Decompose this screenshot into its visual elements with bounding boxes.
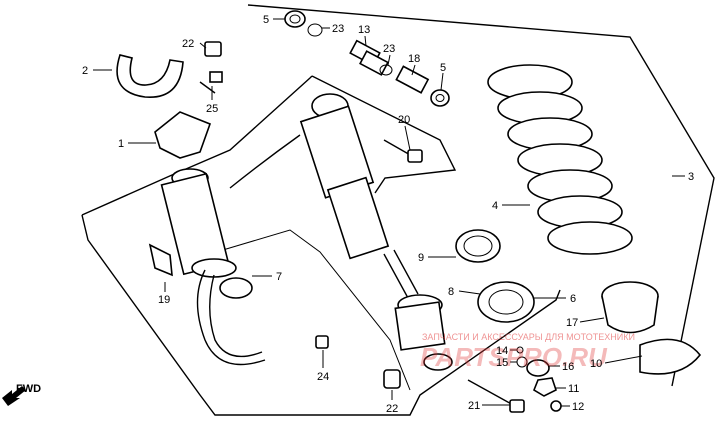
callout-15: 15 — [496, 357, 508, 369]
cap-12 — [550, 400, 562, 412]
callout-4: 4 — [492, 200, 498, 212]
leader-lines — [93, 18, 685, 407]
bolt-25-head — [209, 71, 223, 83]
washer-5-right-hole — [435, 94, 445, 102]
callout-22-b: 22 — [386, 403, 398, 415]
reservoir-tank — [160, 168, 237, 278]
washer-5-top-hole — [289, 14, 301, 24]
bolt-20-head — [407, 149, 423, 163]
callout-13: 13 — [358, 24, 370, 36]
callout-9: 9 — [418, 252, 424, 264]
callout-1: 1 — [118, 138, 124, 150]
group-outline-mid — [195, 229, 411, 391]
callout-5: 5 — [263, 14, 269, 26]
group-outline-left — [81, 75, 313, 216]
bolt-21 — [467, 379, 516, 407]
callout-24: 24 — [317, 371, 329, 383]
stopper-10 — [639, 338, 702, 375]
callout-19: 19 — [158, 294, 170, 306]
callout-6: 6 — [570, 293, 576, 305]
band-clamp-2 — [116, 54, 184, 98]
callout-5-b: 5 — [440, 62, 446, 74]
label-19 — [148, 243, 173, 277]
reservoir-hose-2 — [209, 274, 263, 358]
watermark-brand: PARTSPRO.RU — [420, 342, 608, 372]
adjuster-nut-8-hole — [488, 289, 524, 315]
callout-21: 21 — [468, 400, 480, 412]
callout-3: 3 — [688, 171, 694, 183]
o-ring-23-top — [307, 23, 323, 37]
bolt-21-head — [509, 399, 525, 413]
cap-7 — [219, 277, 253, 299]
callout-14: 14 — [496, 345, 508, 357]
callout-10: 10 — [590, 358, 602, 370]
collar-18 — [395, 65, 430, 94]
nut-11 — [533, 377, 557, 397]
spring-seat-17 — [601, 281, 659, 334]
callout-2: 2 — [82, 65, 88, 77]
bolt-22-top — [204, 41, 222, 57]
bushing-13 — [349, 39, 389, 76]
lock-nut-9-hole — [463, 235, 493, 257]
washer-5-top — [284, 10, 306, 28]
callout-23-b: 23 — [383, 43, 395, 55]
damper-body — [299, 93, 453, 371]
callout-7: 7 — [276, 271, 282, 283]
nut-22-bottom — [383, 369, 401, 389]
callout-8: 8 — [448, 286, 454, 298]
bolt-25 — [199, 81, 216, 94]
washer-5-right — [430, 89, 450, 107]
collar-16 — [526, 359, 550, 377]
watermark-top-text: ЗАПЧАСТИ И АКСЕССУАРЫ ДЛЯ МОТОТЕХНИКИ — [422, 332, 635, 342]
group-outline-lower — [81, 214, 561, 416]
adjuster-nut-8 — [477, 281, 535, 323]
bolt-24 — [315, 335, 329, 349]
callout-12: 12 — [572, 401, 584, 413]
fwd-label: FWD — [16, 383, 41, 395]
callout-22: 22 — [182, 38, 194, 50]
reservoir-hose — [196, 134, 301, 366]
callout-17: 17 — [566, 317, 578, 329]
group-outline-main — [311, 75, 457, 194]
callout-16: 16 — [562, 361, 574, 373]
callout-18: 18 — [408, 53, 420, 65]
mount-bracket-1 — [154, 111, 212, 159]
group-outline-3 — [247, 4, 715, 387]
fwd-arrow: FWD — [2, 383, 41, 406]
o-ring-23-mid — [379, 64, 393, 76]
callout-11: 11 — [568, 383, 579, 395]
lock-nut-9 — [455, 229, 501, 263]
callout-labels: 5 23 13 23 18 5 22 2 25 1 20 3 4 9 7 19 … — [82, 14, 694, 415]
callout-20: 20 — [398, 114, 410, 126]
spring-4 — [487, 64, 633, 255]
callout-25: 25 — [206, 103, 218, 115]
callout-23: 23 — [332, 23, 344, 35]
